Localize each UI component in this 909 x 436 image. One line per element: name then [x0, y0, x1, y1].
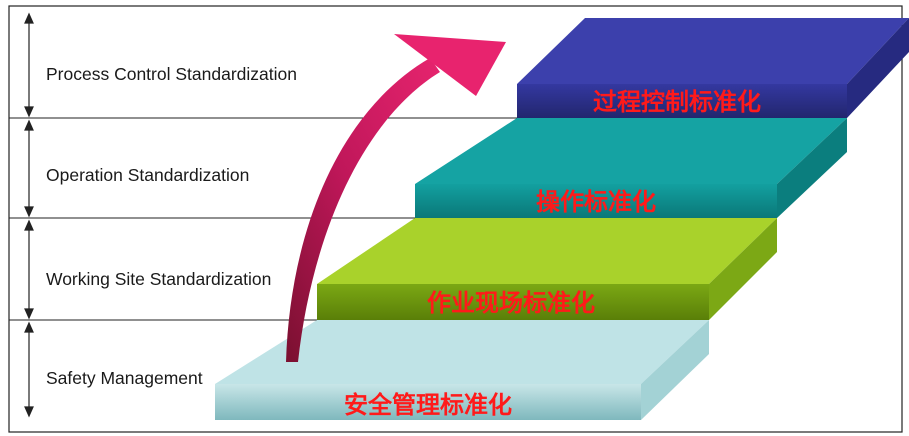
row-label-operation: Operation Standardization	[46, 165, 250, 185]
step-label-working-site: 作业现场标准化	[427, 289, 595, 317]
step-process-control	[517, 18, 909, 118]
step-top-face	[517, 18, 909, 84]
step-front-face	[517, 84, 847, 118]
step-working-site	[317, 218, 777, 320]
row-label-working-site: Working Site Standardization	[46, 269, 272, 289]
double-arrow-icon	[24, 321, 34, 418]
step-top-face	[415, 118, 847, 184]
progress-arrow-icon	[286, 34, 506, 362]
row-label-process-control: Process Control Standardization	[46, 64, 297, 84]
step-label-operation: 操作标准化	[536, 188, 656, 216]
step-front-face	[215, 384, 641, 420]
step-operation	[415, 118, 847, 218]
step-top-face	[317, 218, 777, 284]
step-top-face	[215, 320, 709, 384]
step-side-face	[641, 320, 709, 420]
double-arrows	[24, 12, 34, 418]
double-arrow-icon	[24, 12, 34, 118]
double-arrow-icon	[24, 219, 34, 320]
step-side-face	[847, 18, 909, 118]
outer-border	[8, 5, 903, 433]
step-front-face	[317, 284, 709, 320]
step-safety-management	[215, 320, 709, 420]
double-arrow-icon	[24, 119, 34, 218]
step-label-safety-management: 安全管理标准化	[344, 391, 512, 419]
step-front-face	[415, 184, 777, 218]
step-label-process-control: 过程控制标准化	[593, 88, 761, 116]
step-side-face	[777, 118, 847, 218]
step-side-face	[709, 218, 777, 320]
row-label-safety-management: Safety Management	[46, 368, 203, 388]
